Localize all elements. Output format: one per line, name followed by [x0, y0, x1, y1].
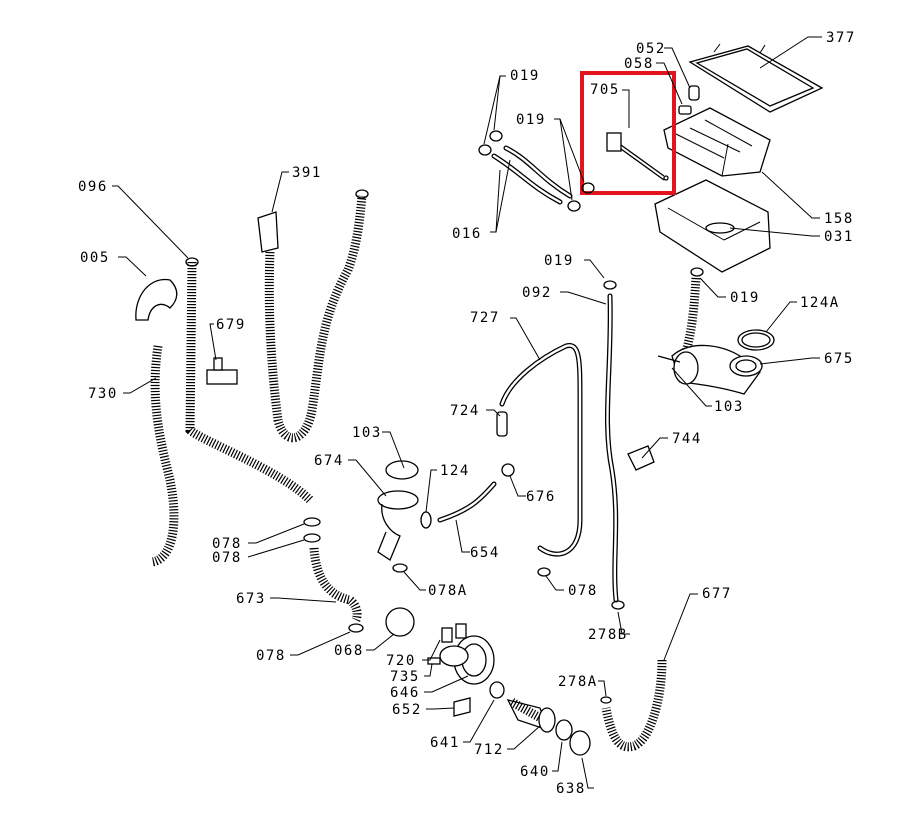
label-641: 641 — [430, 735, 460, 751]
label-103-right: 103 — [714, 399, 744, 415]
part-016-hoses[interactable] — [478, 130, 595, 212]
part-652-plate[interactable] — [453, 697, 471, 717]
label-078-d: 078 — [568, 583, 598, 599]
label-078A: 078A — [428, 583, 468, 599]
label-078-c: 078 — [256, 648, 286, 664]
label-031: 031 — [824, 229, 854, 245]
part-278B-clamp[interactable] — [611, 600, 625, 610]
label-377: 377 — [826, 30, 856, 46]
label-727: 727 — [470, 310, 500, 326]
part-720-pump[interactable] — [439, 623, 495, 685]
label-735: 735 — [390, 669, 420, 685]
label-019-c: 019 — [730, 290, 760, 306]
label-675: 675 — [824, 351, 854, 367]
labels: 377 052 058 705 019 019 016 158 031 019 … — [78, 30, 856, 797]
part-052-058-fittings[interactable] — [678, 85, 700, 115]
part-078-clamp-3[interactable] — [348, 623, 364, 633]
label-391: 391 — [292, 165, 322, 181]
label-712: 712 — [474, 742, 504, 758]
label-158: 158 — [824, 211, 854, 227]
part-735[interactable] — [427, 657, 441, 665]
part-078A-clamp[interactable] — [392, 563, 408, 573]
part-068-ring[interactable] — [385, 607, 415, 637]
part-673-hose[interactable] — [309, 547, 362, 623]
part-078-clamp-2[interactable] — [303, 533, 321, 543]
part-679-valve[interactable] — [206, 357, 238, 385]
label-646: 646 — [390, 685, 420, 701]
part-641-seal[interactable] — [489, 681, 505, 699]
leader-lines — [112, 36, 822, 789]
label-058: 058 — [624, 56, 654, 72]
label-078-a: 078 — [212, 536, 242, 552]
part-158-drawer[interactable] — [663, 107, 771, 177]
label-019-a: 019 — [510, 68, 540, 84]
label-278A: 278A — [558, 674, 598, 690]
part-677-hose[interactable] — [601, 659, 667, 752]
part-278A-clamp[interactable] — [600, 696, 612, 704]
label-676: 676 — [526, 489, 556, 505]
label-652: 652 — [392, 702, 422, 718]
part-391-inlet-hose[interactable] — [257, 189, 369, 443]
part-674-sump[interactable] — [377, 460, 432, 561]
label-677: 677 — [702, 586, 732, 602]
part-638-cap[interactable] — [569, 730, 591, 756]
label-005: 005 — [80, 250, 110, 266]
label-092: 092 — [522, 285, 552, 301]
part-096-drain-hose[interactable] — [185, 257, 314, 504]
label-730: 730 — [88, 386, 118, 402]
part-727-pipe[interactable] — [499, 343, 583, 557]
label-705: 705 — [590, 82, 620, 98]
label-278B: 278B — [588, 627, 628, 643]
part-640-gasket[interactable] — [555, 719, 573, 741]
label-744: 744 — [672, 431, 702, 447]
label-679: 679 — [216, 317, 246, 333]
label-016: 016 — [452, 226, 482, 242]
part-019-clamp-2[interactable] — [690, 267, 704, 277]
part-705-sensor[interactable] — [606, 132, 669, 181]
label-720: 720 — [386, 653, 416, 669]
label-019-b: 019 — [516, 112, 546, 128]
label-124A: 124A — [800, 295, 840, 311]
highlight-box — [580, 71, 676, 195]
label-096: 096 — [78, 179, 108, 195]
label-103-center: 103 — [352, 425, 382, 441]
part-005-hook[interactable] — [135, 278, 178, 321]
part-654-hose[interactable] — [437, 481, 497, 523]
label-019-d: 019 — [544, 253, 574, 269]
part-712-filter[interactable] — [506, 698, 556, 733]
part-bellows-assembly[interactable] — [657, 277, 775, 395]
label-638: 638 — [556, 781, 586, 797]
label-052: 052 — [636, 41, 666, 57]
label-078-b: 078 — [212, 550, 242, 566]
part-019-clamp[interactable] — [603, 280, 617, 290]
part-078-clamp-1[interactable] — [303, 517, 321, 527]
part-724-connector[interactable] — [496, 411, 508, 437]
label-654: 654 — [470, 545, 500, 561]
part-730-hose[interactable] — [150, 345, 179, 567]
part-676-seal[interactable] — [501, 463, 515, 477]
label-068: 068 — [334, 643, 364, 659]
part-078-clamp-b[interactable] — [537, 567, 551, 577]
label-673: 673 — [236, 591, 266, 607]
label-724: 724 — [450, 403, 480, 419]
label-640: 640 — [520, 764, 550, 780]
label-674: 674 — [314, 453, 344, 469]
part-092-tube[interactable] — [604, 293, 619, 603]
part-377-lid[interactable] — [688, 43, 824, 113]
label-124: 124 — [440, 463, 470, 479]
